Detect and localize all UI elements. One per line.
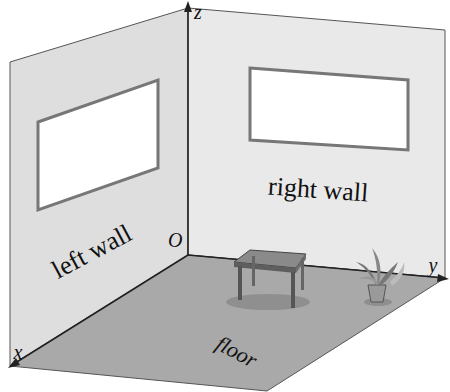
x-axis bbox=[12, 255, 188, 365]
table-leg bbox=[252, 256, 255, 286]
wall-label: right wall bbox=[267, 174, 369, 207]
window bbox=[38, 80, 158, 210]
plant bbox=[356, 248, 404, 306]
right-wall bbox=[188, 8, 445, 278]
table-leg bbox=[301, 258, 304, 290]
origin-label: O bbox=[168, 230, 182, 250]
leaf bbox=[358, 276, 378, 285]
table-leg bbox=[291, 272, 295, 308]
window bbox=[250, 68, 408, 150]
leaf bbox=[390, 262, 404, 286]
table-leg bbox=[238, 266, 242, 300]
y-axis bbox=[188, 255, 444, 278]
table bbox=[234, 250, 306, 308]
leaf bbox=[356, 262, 377, 285]
axis-label: y bbox=[429, 255, 438, 275]
axis-label: z bbox=[194, 2, 202, 22]
axis-label: x bbox=[14, 342, 23, 362]
arrow-head bbox=[437, 274, 449, 282]
arrow-head bbox=[184, 1, 192, 12]
table-edge bbox=[234, 262, 296, 273]
z-axis bbox=[187, 6, 189, 255]
pot bbox=[368, 285, 386, 302]
